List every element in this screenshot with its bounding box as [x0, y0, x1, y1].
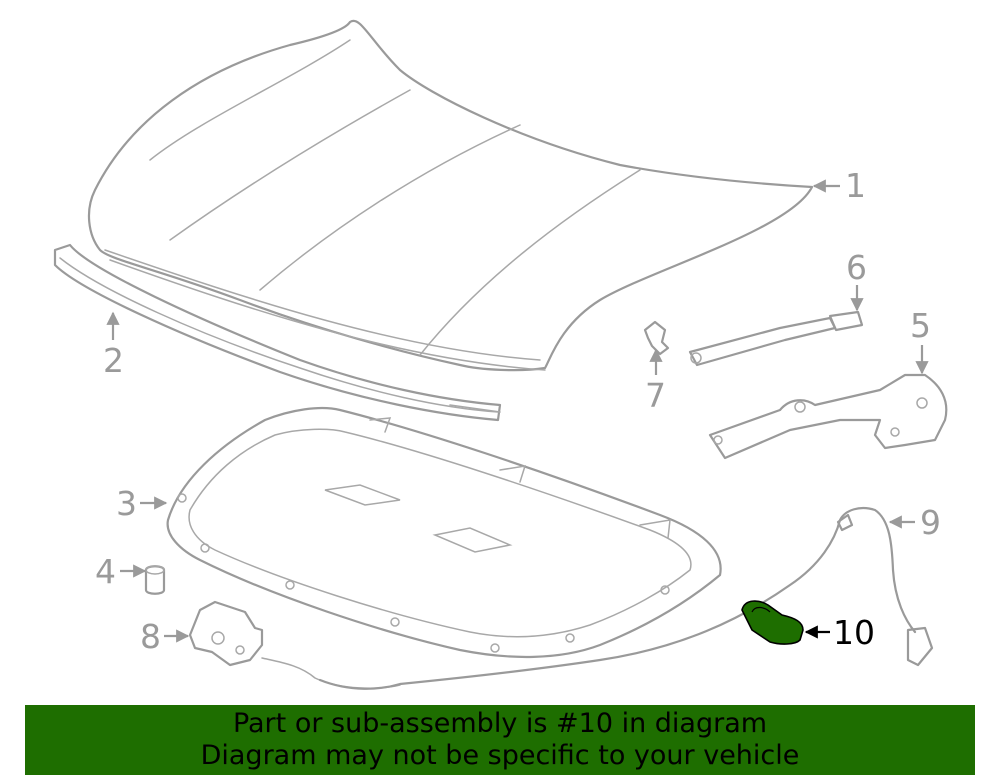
callout-8: 8 — [140, 617, 190, 656]
svg-text:6: 6 — [846, 248, 867, 287]
callout-7: 7 — [645, 348, 666, 415]
svg-text:1: 1 — [845, 166, 866, 205]
hood-hinge — [708, 373, 948, 460]
svg-text:10: 10 — [833, 613, 875, 652]
banner-line-part: Part or sub-assembly is #10 in diagram — [232, 708, 768, 739]
callout-4: 4 — [95, 552, 147, 591]
svg-text:4: 4 — [95, 552, 116, 591]
svg-text:2: 2 — [103, 341, 124, 380]
callout-9: 9 — [888, 503, 941, 542]
hood-strut — [688, 310, 864, 367]
release-handle — [741, 600, 804, 645]
hood-bumper — [144, 565, 166, 595]
callout-3: 3 — [116, 484, 168, 523]
weatherstrip — [53, 243, 502, 422]
release-cable — [318, 506, 934, 690]
banner-line-disclaimer: Diagram may not be specific to your vehi… — [200, 740, 800, 771]
hood-panel — [87, 19, 814, 372]
svg-text:7: 7 — [645, 376, 666, 415]
callout-10: 10 — [804, 613, 875, 652]
strut-stud — [643, 320, 670, 356]
svg-text:8: 8 — [140, 617, 161, 656]
svg-text:5: 5 — [910, 306, 931, 345]
callout-2: 2 — [103, 311, 124, 380]
callout-1: 1 — [812, 166, 866, 205]
hood-insulator — [166, 406, 722, 659]
info-banner: Part or sub-assembly is #10 in diagram D… — [25, 705, 975, 775]
hood-latch — [188, 600, 401, 689]
callout-5: 5 — [910, 306, 931, 375]
svg-text:9: 9 — [920, 503, 941, 542]
parts-diagram: 1 2 3 4 5 6 7 8 9 10 — [53, 19, 948, 690]
svg-text:3: 3 — [116, 484, 137, 523]
callout-6: 6 — [846, 248, 867, 312]
